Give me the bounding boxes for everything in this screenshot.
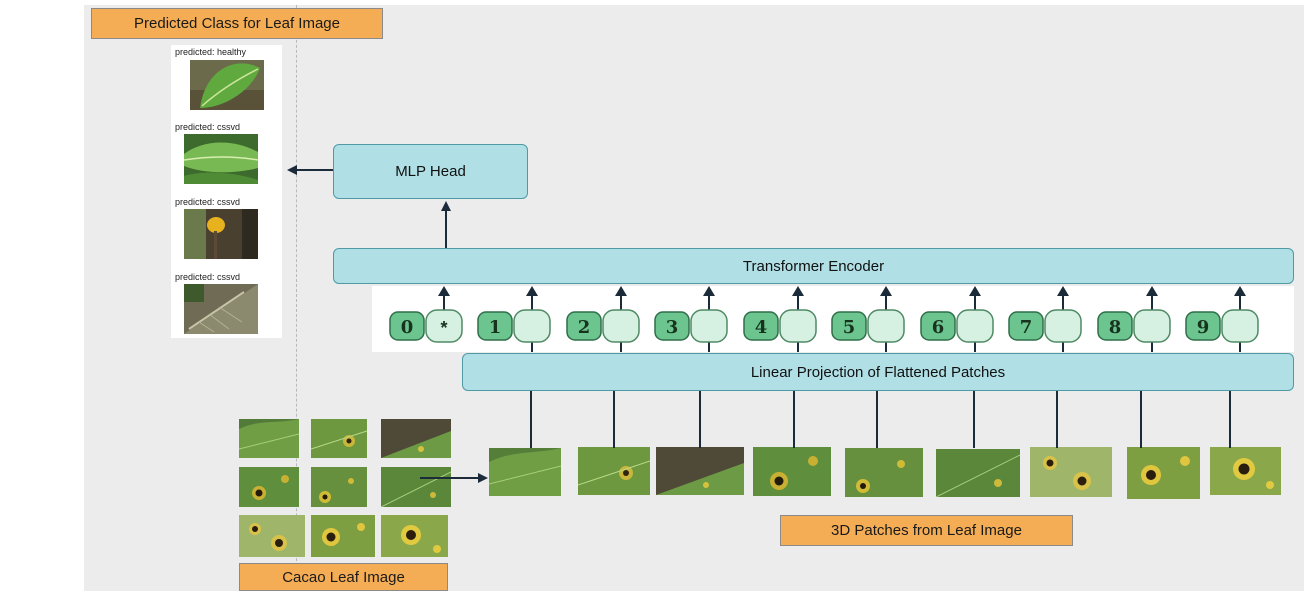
- token-index-label: 7: [1020, 317, 1033, 338]
- class-token-marker: *: [440, 318, 447, 338]
- patch-tile: [1030, 447, 1112, 497]
- patch-tile: [489, 448, 561, 496]
- patch-tile: [578, 447, 650, 495]
- prediction-caption: predicted: cssvd: [175, 272, 241, 282]
- arrow-head-icon: [703, 286, 715, 296]
- cacao-leaf-tile: [381, 419, 451, 458]
- arrow-head-icon: [1057, 286, 1069, 296]
- token-7: 7: [1008, 286, 1082, 352]
- token-index-label: 1: [489, 317, 502, 338]
- token-9: 9: [1185, 286, 1259, 352]
- patch-tile: [1127, 447, 1200, 499]
- token-index-box: [920, 311, 956, 341]
- token-index-box: [1008, 311, 1044, 341]
- token-embedding-box: [425, 309, 463, 343]
- token-index-box: [743, 311, 779, 341]
- cacao-leaf-tile: [381, 467, 451, 507]
- leaf-icon: [184, 134, 258, 184]
- patches-label: 3D Patches from Leaf Image: [780, 515, 1073, 546]
- patch-tile: [936, 449, 1020, 497]
- token-index-box: [566, 311, 602, 341]
- patch-tile: [656, 447, 744, 495]
- token-embedding-box: [779, 309, 817, 343]
- cacao-leaf-tile: [239, 467, 299, 507]
- mlp-head-box: MLP Head: [333, 144, 528, 199]
- arrow-head-icon: [1146, 286, 1158, 296]
- cacao-pod-icon: [184, 209, 258, 259]
- token-index-box: [1097, 311, 1133, 341]
- token-2: 2: [566, 286, 640, 352]
- token-index-box: [654, 311, 690, 341]
- token-0: 0*: [389, 286, 463, 343]
- arrow-head-icon: [615, 286, 627, 296]
- token-index-box: [1185, 311, 1221, 341]
- cacao-leaf-tile: [311, 419, 367, 458]
- token-index-label: 3: [666, 317, 679, 338]
- token-embedding-box: [1044, 309, 1082, 343]
- cacao-leaf-tile: [239, 419, 299, 458]
- token-embedding-box: [690, 309, 728, 343]
- token-3: 3: [654, 286, 728, 352]
- linear-projection-box: Linear Projection of Flattened Patches: [462, 353, 1294, 391]
- token-index-box: [477, 311, 513, 341]
- dashed-divider: [296, 5, 297, 591]
- token-index-label: 8: [1109, 317, 1122, 338]
- prediction-caption: predicted: cssvd: [175, 197, 241, 207]
- token-index-label: 4: [755, 317, 768, 338]
- prediction-panel: predicted: healthy predicted: cssvd pred…: [171, 45, 282, 338]
- cacao-leaf-tile: [311, 515, 375, 557]
- diseased-leaf-icon: [184, 284, 258, 334]
- patch-tile: [845, 448, 923, 497]
- token-5: 5: [831, 286, 905, 352]
- token-embedding-box: [602, 309, 640, 343]
- healthy-leaf-icon: [190, 60, 264, 110]
- transformer-encoder-box: Transformer Encoder: [333, 248, 1294, 284]
- arrow-head-icon: [526, 286, 538, 296]
- cacao-leaf-tile: [239, 515, 305, 557]
- arrow-head-icon: [438, 286, 450, 296]
- predicted-class-label: Predicted Class for Leaf Image: [91, 8, 383, 39]
- cacao-leaf-tile: [311, 467, 367, 507]
- token-embedding-box: [1221, 309, 1259, 343]
- token-embedding-box: [1133, 309, 1171, 343]
- token-embedding-box: [513, 309, 551, 343]
- patch-tile: [1210, 447, 1281, 495]
- cacao-leaf-tile: [381, 515, 448, 557]
- arrow-head-icon: [792, 286, 804, 296]
- prediction-caption: predicted: cssvd: [175, 122, 241, 132]
- prediction-caption: predicted: healthy: [175, 47, 247, 57]
- arrow-head-icon: [1234, 286, 1246, 296]
- token-index-label: 9: [1197, 317, 1210, 338]
- patch-tile: [753, 447, 831, 496]
- token-index-label: 5: [843, 317, 856, 338]
- token-1: 1: [477, 286, 551, 352]
- token-index-box: [389, 311, 425, 341]
- token-embedding-box: [867, 309, 905, 343]
- cacao-leaf-image-label: Cacao Leaf Image: [239, 563, 448, 591]
- token-8: 8: [1097, 286, 1171, 352]
- token-6: 6: [920, 286, 994, 352]
- arrow-head-icon: [969, 286, 981, 296]
- token-4: 4: [743, 286, 817, 352]
- token-embedding-box: [956, 309, 994, 343]
- arrow-head-icon: [880, 286, 892, 296]
- token-index-label: 2: [578, 317, 591, 338]
- token-index-box: [831, 311, 867, 341]
- token-index-label: 0: [401, 317, 414, 338]
- token-index-label: 6: [932, 317, 945, 338]
